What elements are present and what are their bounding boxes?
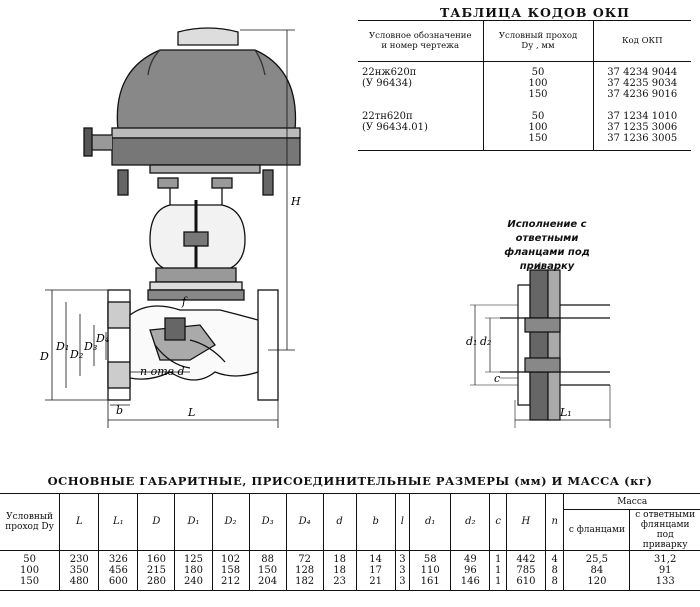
cell-l: 3 3 3: [395, 550, 411, 591]
header-D1: D₁: [174, 493, 213, 551]
header-d: d: [323, 493, 357, 551]
table-row: 50 100 150 230 350 480 326 456 600 160 2…: [0, 550, 700, 591]
cell-b: 14 17 21: [356, 550, 396, 591]
okp-code-table: Условное обозначение и номер чертежа Усл…: [358, 20, 691, 151]
cell-mass-weld: 31,2 91 133: [629, 550, 700, 591]
weld-flange-drawing: [470, 262, 611, 428]
header-nominal-bore: Условный проход Dу , мм: [482, 20, 593, 62]
header-c: c: [489, 493, 507, 551]
cell-n: 4 8 8: [545, 550, 565, 591]
table-row: 22нж620п (У 96434) 50 100 150 37 4234 90…: [358, 61, 691, 106]
cell-L1: 326 456 600: [98, 550, 139, 591]
label-D4: D₄: [95, 332, 109, 345]
dimensions-table: Условный проход Dу L L₁ D D₁ D₂ D₃ D₄ d …: [0, 493, 700, 591]
okp-table-title: ТАБЛИЦА КОДОВ ОКП: [440, 5, 630, 20]
actuator: [83, 27, 301, 301]
code-cell: 37 1234 1010 37 1235 3006 37 1236 3005: [592, 106, 691, 151]
designation-cell: 22нж620п (У 96434): [362, 67, 417, 89]
header-D2: D₂: [212, 493, 250, 551]
label-d1: d₁: [466, 335, 477, 348]
dimension-lines: [45, 29, 295, 428]
label-L1: L₁: [559, 406, 572, 419]
valve-body: [107, 289, 279, 401]
cell-mass-flanges: 25,5 84 120: [563, 550, 631, 591]
cell-c: 1 1 1: [489, 550, 507, 591]
header-l: l: [395, 493, 411, 551]
label-H: H: [290, 195, 301, 208]
header-L: L: [59, 493, 100, 551]
actuator-dome: [116, 49, 297, 131]
header-d1: d₁: [409, 493, 452, 551]
header-n: n: [545, 493, 565, 551]
table-row: 22тн620п (У 96434.01) 50 100 150 37 1234…: [358, 106, 691, 151]
variant-caption: Исполнение с ответными фланцами под прив…: [504, 219, 590, 272]
header-d2: d₂: [450, 493, 491, 551]
designation-cell: 22тн620п (У 96434.01): [358, 106, 483, 151]
cell-D3: 88 150 204: [249, 550, 287, 591]
label-f: f: [181, 295, 188, 308]
dims-table-title: ОСНОВНЫЕ ГАБАРИТНЫЕ, ПРИСОЕДИНИТЕЛЬНЫЕ Р…: [47, 474, 653, 488]
cell-D1: 125 180 240: [174, 550, 213, 591]
label-d2: d₂: [480, 335, 491, 348]
header-L1: L₁: [98, 493, 139, 551]
cell-H: 442 785 610: [506, 550, 546, 591]
header-b: b: [356, 493, 396, 551]
label-D2: D₂: [69, 348, 83, 361]
code-cell: 37 4234 9044 37 4235 9034 37 4236 9016: [592, 61, 691, 106]
header-D: D: [137, 493, 176, 551]
cell-d2: 49 96 146: [450, 550, 491, 591]
label-holes: n отв d: [140, 365, 185, 378]
header-H: H: [506, 493, 546, 551]
cell-L: 230 350 480: [59, 550, 100, 591]
cell-D4: 72 128 182: [286, 550, 324, 591]
bore-cell: 50 100 150: [482, 106, 593, 151]
label-c: c: [494, 372, 500, 385]
header-designation: Условное обозначение и номер чертежа: [358, 20, 483, 62]
label-D1: D₁: [55, 340, 69, 353]
header-nominal-bore: Условный проход Dу: [0, 493, 61, 551]
cell-nominal-bore: 50 100 150: [0, 550, 61, 591]
cell-D2: 102 158 212: [212, 550, 250, 591]
cell-D: 160 215 280: [137, 550, 176, 591]
label-D3: D₃: [83, 340, 97, 353]
header-D3: D₃: [249, 493, 287, 551]
header-D4: D₄: [286, 493, 324, 551]
header-okp-code: Код ОКП: [592, 20, 691, 62]
header-mass: Масса: [563, 493, 700, 510]
header-mass-weld: с ответными флянцами под приварку: [629, 509, 700, 551]
label-b: b: [116, 404, 123, 417]
cell-d: 18 18 23: [323, 550, 357, 591]
label-L: L: [187, 406, 195, 419]
bore-cell: 50 100 150: [482, 61, 593, 106]
label-D: D: [39, 350, 49, 363]
header-mass-flanges: с фланцами: [563, 509, 631, 551]
cell-d1: 58 110 161: [409, 550, 452, 591]
